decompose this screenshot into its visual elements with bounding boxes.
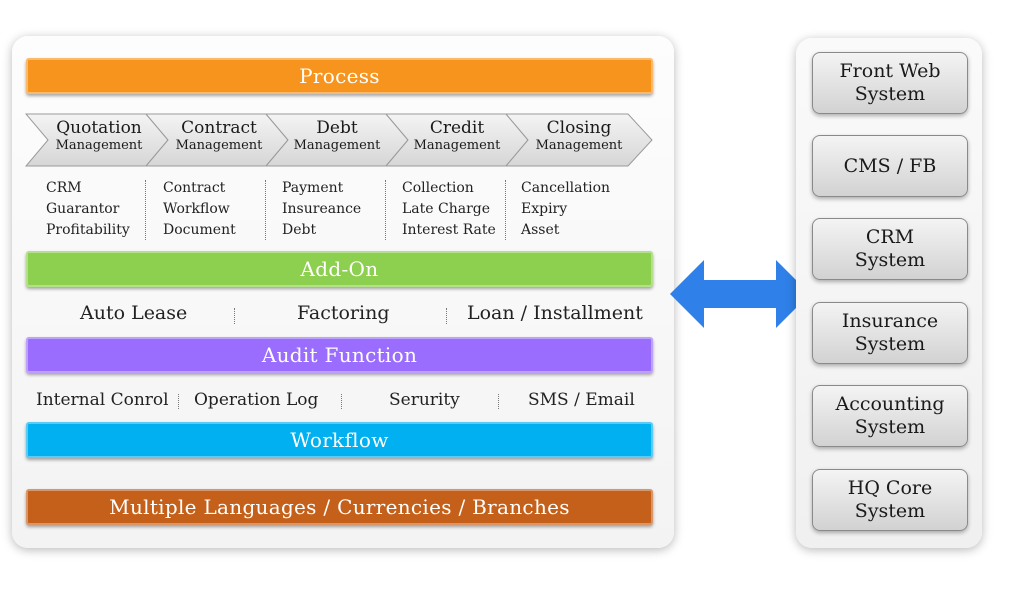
divider [234,308,235,324]
system-label-line2: System [854,333,926,355]
process-label: Process [299,64,380,88]
addon-item: Auto Lease [80,302,188,324]
divider [446,308,447,324]
audit-label: Audit Function [261,343,418,367]
step-title: Closing [546,118,612,138]
system-label-line2: System [854,500,926,522]
multi-bar: Multiple Languages / Currencies / Branch… [26,489,653,525]
divider [385,180,386,240]
step-subtitle: Management [175,138,263,153]
system-cms-fb: CMS / FB [812,135,968,197]
divider [341,394,342,409]
audit-bar: Audit Function [26,337,653,373]
step-credit: Credit Management [402,118,512,154]
system-label-line2: System [854,249,926,271]
detail-item: CRM [46,180,82,196]
details-contract: Contract Workflow Document [163,178,236,241]
audit-item: SMS / Email [528,390,635,410]
audit-item: Serurity [389,390,460,410]
step-closing: Closing Management [524,118,634,154]
multi-label: Multiple Languages / Currencies / Branch… [109,495,570,519]
addon-item: Factoring [297,302,390,324]
system-label-line2: System [854,83,926,105]
details-quotation: CRM Guarantor Profitability [46,178,130,241]
detail-item: Insureance [282,201,362,217]
addon-bar: Add-On [26,251,653,287]
step-title: Credit [429,118,485,138]
system-label-line1: Accounting [835,393,945,415]
system-label-line1: CMS / FB [843,154,937,177]
details-debt: Payment Insureance Debt [282,178,361,241]
audit-item: Operation Log [194,390,319,410]
divider [505,180,506,240]
detail-item: Guarantor [46,201,120,217]
step-quotation: Quotation Management [44,118,154,154]
process-steps: Quotation Management Contract Management… [24,112,656,168]
audit-item: Internal Conrol [36,390,169,410]
details-closing: Cancellation Expiry Asset [521,178,610,241]
step-subtitle: Management [55,138,143,153]
addon-item: Loan / Installment [467,302,643,324]
workflow-bar: Workflow [26,422,653,458]
system-label-line1: Insurance [841,310,939,332]
step-subtitle: Management [413,138,501,153]
detail-item: Interest Rate [402,222,496,238]
detail-item: Debt [282,222,317,238]
divider [178,394,179,409]
detail-item: Cancellation [521,180,611,196]
detail-item: Document [163,222,236,238]
divider [265,180,266,240]
system-label-line2: System [854,416,926,438]
systems-panel [796,38,982,548]
step-contract: Contract Management [164,118,274,154]
addon-label: Add-On [300,257,379,281]
step-title: Contract [181,118,257,138]
system-label-line1: Front Web [839,60,941,82]
step-title: Debt [316,118,358,138]
system-label-line1: HQ Core [847,477,933,499]
detail-item: Contract [163,180,226,196]
step-subtitle: Management [535,138,623,153]
details-credit: Collection Late Charge Interest Rate [402,178,496,241]
divider [498,394,499,409]
system-label-line1: CRM [865,226,915,248]
detail-item: Workflow [163,201,230,217]
detail-item: Late Charge [402,201,491,217]
detail-item: Profitability [46,222,130,238]
detail-item: Payment [282,180,344,196]
detail-item: Expiry [521,201,568,217]
chevron-steps-graphic [24,113,653,167]
step-title: Quotation [56,118,142,138]
workflow-label: Workflow [290,428,389,452]
step-subtitle: Management [293,138,381,153]
divider [145,180,146,240]
step-debt: Debt Management [282,118,392,154]
process-bar: Process [26,58,653,94]
detail-item: Collection [402,180,474,196]
detail-item: Asset [521,222,560,238]
chevron-step-5 [504,113,653,167]
double-headed-arrow-icon [670,260,810,328]
